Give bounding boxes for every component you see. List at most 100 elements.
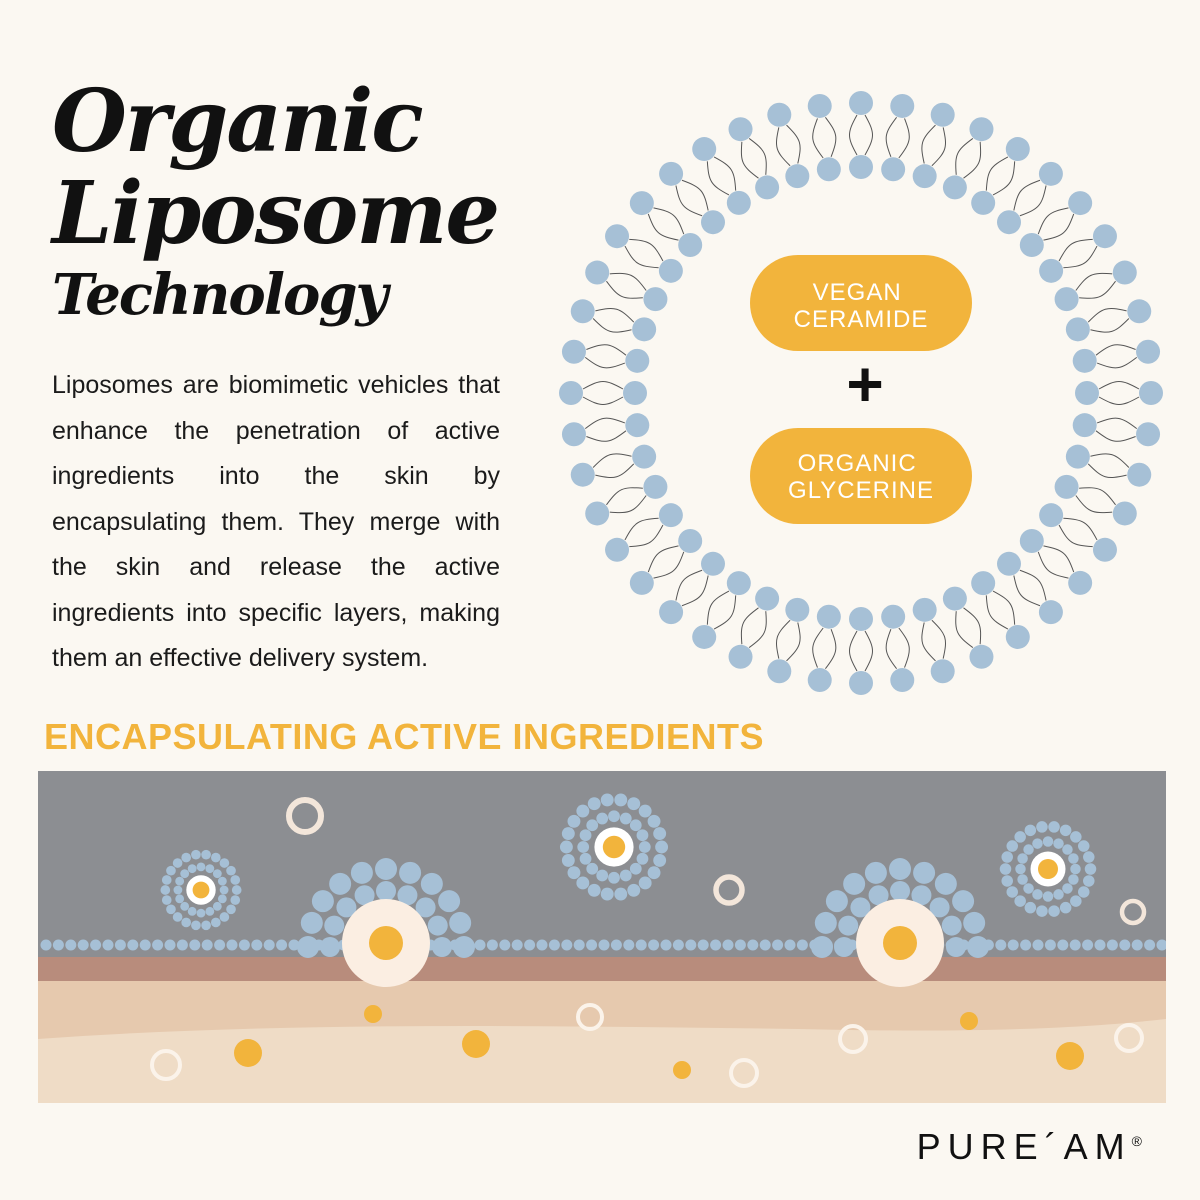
membrane-head	[747, 939, 759, 951]
liposome-outer-head	[561, 827, 575, 841]
liposome-inner-head	[196, 908, 206, 918]
ingredient-1-label: VEGAN CERAMIDE	[794, 279, 929, 333]
liposome-outer-head	[627, 883, 641, 897]
lipid-tail	[1063, 245, 1098, 269]
membrane-head	[152, 939, 164, 951]
merging-outer-head	[825, 890, 848, 913]
merging-inner-head	[415, 897, 436, 918]
lipid-tail	[606, 487, 643, 506]
outer-lipid-head	[890, 93, 915, 118]
lipid-tail	[653, 207, 685, 235]
lipid-tail	[1075, 272, 1113, 291]
liposome-outer-head	[587, 883, 601, 897]
merging-outer-head	[811, 936, 833, 958]
brand-logo: PURE´AM®	[917, 1126, 1142, 1168]
lipid-tail	[1037, 207, 1069, 235]
liposome-outer-head	[576, 804, 590, 818]
ingredient-1-line-1: VEGAN	[813, 279, 902, 306]
liposome-inner-head	[1053, 838, 1064, 849]
outer-lipid-head	[659, 600, 684, 625]
merging-inner-head	[868, 885, 889, 906]
liposome-outer-head	[172, 912, 183, 922]
liposome-inner-head	[212, 869, 222, 879]
lipid-tail	[992, 161, 1016, 196]
membrane-head	[499, 939, 511, 951]
merging-outer-head	[449, 911, 472, 934]
outer-lipid-head	[728, 644, 753, 669]
liposome-outer-head	[226, 865, 236, 876]
liposome-outer-head	[614, 887, 628, 901]
lipid-tail	[681, 575, 709, 607]
outer-lipid-head	[969, 644, 994, 669]
lipid-tail	[1090, 318, 1130, 333]
inner-lipid-head	[881, 157, 906, 182]
liposome-outer-head	[211, 917, 221, 928]
membrane-head	[226, 939, 238, 951]
outer-lipid-head	[605, 224, 630, 249]
liposome-inner-head	[1062, 844, 1073, 855]
merging-outer-head	[297, 936, 319, 958]
inner-lipid-head	[942, 586, 967, 611]
liposome-outer-head	[201, 920, 211, 931]
membrane-head	[548, 939, 560, 951]
lipid-tail	[748, 138, 767, 175]
liposome-inner-head	[636, 829, 649, 842]
outer-lipid-head	[930, 659, 955, 684]
merging-inner-head	[850, 897, 871, 918]
liposome-inner-head	[586, 862, 599, 875]
liposome-outer-head	[567, 866, 581, 880]
outer-lipid-head	[659, 161, 684, 186]
membrane-head	[1044, 939, 1056, 951]
outer-lipid-head	[629, 191, 654, 216]
inner-lipid-head	[625, 413, 650, 438]
membrane-head	[660, 939, 672, 951]
outer-lipid-head	[930, 102, 955, 127]
liposome-outer-head	[191, 849, 201, 860]
membrane-head	[474, 939, 486, 951]
outer-lipid-head	[849, 91, 873, 115]
liposome-inner-head	[217, 876, 227, 886]
membrane-head	[251, 939, 263, 951]
outer-lipid-head	[629, 570, 654, 595]
title-line-2: Liposome	[52, 163, 500, 265]
inner-lipid-head	[785, 597, 810, 622]
active-ingredient	[192, 881, 210, 899]
inner-lipid-head	[1072, 413, 1097, 438]
inner-lipid-head	[971, 190, 996, 215]
liposome-inner-head	[205, 864, 215, 874]
liposome-inner-head	[608, 871, 620, 884]
liposome-illustrations	[40, 793, 1166, 1088]
membrane-head	[784, 939, 796, 951]
inner-lipid-head	[1039, 258, 1064, 283]
merging-outer-head	[967, 936, 989, 958]
empty-vesicle	[1114, 1023, 1144, 1053]
lipid-tail	[963, 141, 982, 179]
membrane-head	[511, 939, 523, 951]
empty-vesicle	[576, 1003, 604, 1031]
outer-lipid-head	[807, 668, 832, 693]
liposome-outer-head	[1001, 875, 1013, 887]
inner-lipid-head	[701, 551, 726, 576]
liposome-outer-head	[1083, 851, 1095, 863]
lipid-tail	[609, 272, 647, 291]
membrane-head	[1007, 939, 1019, 951]
lipid-tail	[1079, 280, 1116, 299]
liposome-inner-head	[187, 864, 197, 874]
empty-vesicle	[729, 1058, 759, 1088]
merging-inner-head	[336, 897, 357, 918]
lipid-tail	[898, 627, 910, 668]
membrane-head	[610, 939, 622, 951]
lipid-tail	[1075, 495, 1113, 514]
lipid-bilayer	[559, 91, 1163, 695]
lipid-tail	[629, 524, 664, 548]
liposome-outer-head	[638, 804, 652, 818]
lipid-tail	[1058, 524, 1093, 548]
membrane-head	[561, 939, 573, 951]
outer-lipid-head	[767, 102, 792, 127]
lipid-tail	[985, 595, 1009, 630]
inner-lipid-head	[726, 190, 751, 215]
merging-outer-head	[843, 872, 866, 895]
registered-mark: ®	[1131, 1133, 1142, 1149]
liposome-outer-head	[201, 849, 211, 860]
liposome-outer-head	[567, 814, 581, 828]
